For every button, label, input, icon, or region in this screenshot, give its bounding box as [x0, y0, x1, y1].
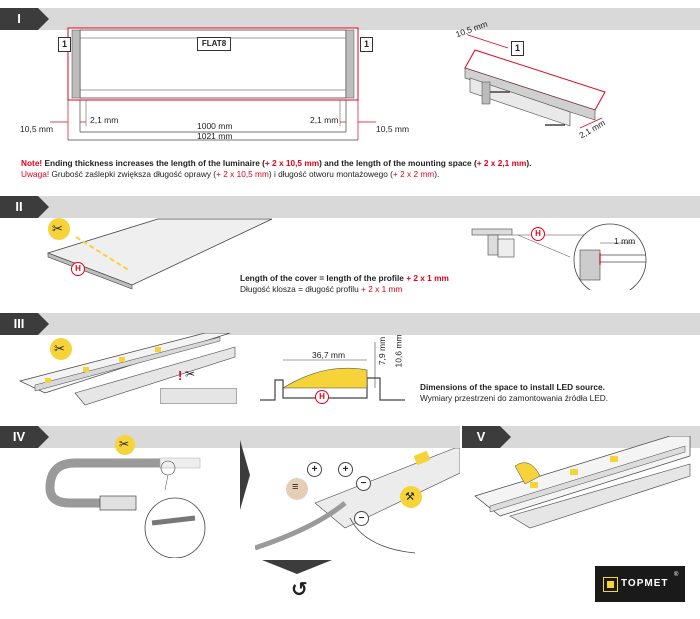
end-cap-badge-left: 1: [58, 37, 71, 52]
soldering-badge: ⚒: [400, 486, 422, 508]
step2-text-en: Length of the cover = length of the prof…: [240, 273, 449, 284]
brand-logo-reg: ®: [674, 572, 679, 578]
brand-logo-text: TOPMET: [621, 578, 669, 589]
h-marker-step3: H: [315, 390, 329, 404]
step4-solder-drawing: [255, 448, 460, 554]
note-en-end: ).: [526, 158, 532, 168]
note-pl: Uwaga! Grubość zaślepki zwiększa długość…: [21, 169, 691, 180]
h-marker-step2-detail: H: [531, 227, 545, 241]
h-marker-step2: H: [71, 262, 85, 276]
section-label-3: III: [0, 313, 49, 335]
step2-text-pl-main: Długość klosza = długość profilu: [240, 284, 362, 294]
brand-logo: TOPMET ®: [595, 566, 685, 602]
plus-icon-2: +: [338, 462, 353, 477]
note-en-val2: + 2 x 2,1 mm: [476, 158, 527, 168]
led-strip-segment: [160, 388, 237, 404]
note-en: Note! Ending thickness increases the len…: [21, 158, 691, 169]
scissors-icon-strip: ✂: [185, 367, 196, 381]
section-bar-2: II: [0, 196, 700, 218]
cutter-icon: ✂: [119, 437, 130, 451]
step2-text-pl-val: + 2 x 1 mm: [361, 284, 403, 294]
plus-icon-1: +: [307, 462, 322, 477]
note-pl-val2: + 2 x 2 mm: [392, 169, 435, 179]
dim-total-outer: 1021 mm: [197, 131, 233, 141]
section-bar-3: III: [0, 313, 700, 335]
note-pl-text: Grubość zaślepki zwiększa długość oprawy…: [49, 169, 217, 179]
step4-arrow-divider: [240, 440, 250, 510]
note-en-text: Ending thickness increases the length of…: [42, 158, 265, 168]
step2-cover-drawing: [46, 218, 273, 290]
note-en-mid: ) and the length of the mounting space (: [319, 158, 477, 168]
wire-strip-badge: ≡: [286, 478, 308, 500]
note-pl-val1: + 2 x 10,5 mm: [216, 169, 269, 179]
section-label-1: I: [0, 8, 49, 30]
note-en-val1: + 2 x 10,5 mm: [264, 158, 320, 168]
scissors-badge-step3: ✂: [50, 338, 72, 360]
section-label-2: II: [0, 196, 49, 218]
dim-left-cap: 10,5 mm: [20, 124, 54, 134]
end-cap-badge-right: 1: [360, 37, 373, 52]
dim-right-gap: 2,1 mm: [310, 115, 339, 125]
step2-text-en-val: + 2 x 1 mm: [406, 273, 449, 283]
section-bar-4: IV: [0, 426, 460, 448]
scissors-badge-step2: ✂: [48, 218, 70, 240]
step3-text-en: Dimensions of the space to install LED s…: [420, 382, 605, 392]
section-bar-1: I: [0, 8, 700, 30]
note-en-prefix: Note!: [21, 158, 43, 168]
warning-mark: !: [178, 368, 183, 383]
dim-step3-h2: 10,6 mm: [393, 334, 404, 368]
minus-icon-2: −: [354, 511, 369, 526]
section-bar-5: V: [462, 426, 700, 448]
step3-profile-drawing: [18, 333, 236, 406]
step1-iso-drawing: [464, 34, 606, 129]
profile-label: FLAT8: [197, 37, 231, 51]
step2-text-en-main: Length of the cover = length of the prof…: [240, 273, 407, 283]
dim-step2-gap: 1 mm: [614, 236, 636, 246]
note-pl-prefix: Uwaga!: [21, 169, 50, 179]
cutter-badge-step4: ✂: [115, 435, 135, 455]
turn-page-arrow-bg: [262, 560, 332, 574]
section-label-4: IV: [0, 426, 49, 448]
soldering-iron-icon: ⚒: [405, 491, 415, 503]
dim-total-inner: 1000 mm: [197, 121, 233, 131]
note-pl-end: ).: [434, 169, 440, 179]
brand-logo-mark: [603, 577, 618, 592]
step2-cap-detail: [471, 223, 647, 290]
step2-text-pl: Długość klosza = długość profilu + 2 x 1…: [240, 284, 402, 295]
step3-text-pl: Wymiary przestrzeni do zamontowania źród…: [420, 393, 609, 403]
turn-page-icon: ↺: [291, 579, 308, 601]
note-pl-mid: ) i długość otworu montażowego (: [268, 169, 393, 179]
step4-connector-drawing: [45, 457, 206, 558]
scissors-icon-step3: ✂: [54, 341, 65, 356]
dim-step3-width: 36,7 mm: [312, 350, 346, 360]
dim-right-cap: 10,5 mm: [376, 124, 410, 134]
profile-label-text: FLAT8: [201, 39, 227, 48]
step5-assembly-drawing: [474, 436, 691, 529]
section-label-5: V: [462, 426, 511, 448]
dim-step3-h1: 7,9 mm: [377, 336, 388, 366]
scissors-icon: ✂: [52, 221, 63, 236]
wire-strip-icon: ≡: [292, 481, 299, 493]
dim-left-gap: 2,1 mm: [90, 115, 119, 125]
minus-icon-1: −: [356, 476, 371, 491]
iso-end-cap-badge: 1: [511, 41, 524, 56]
